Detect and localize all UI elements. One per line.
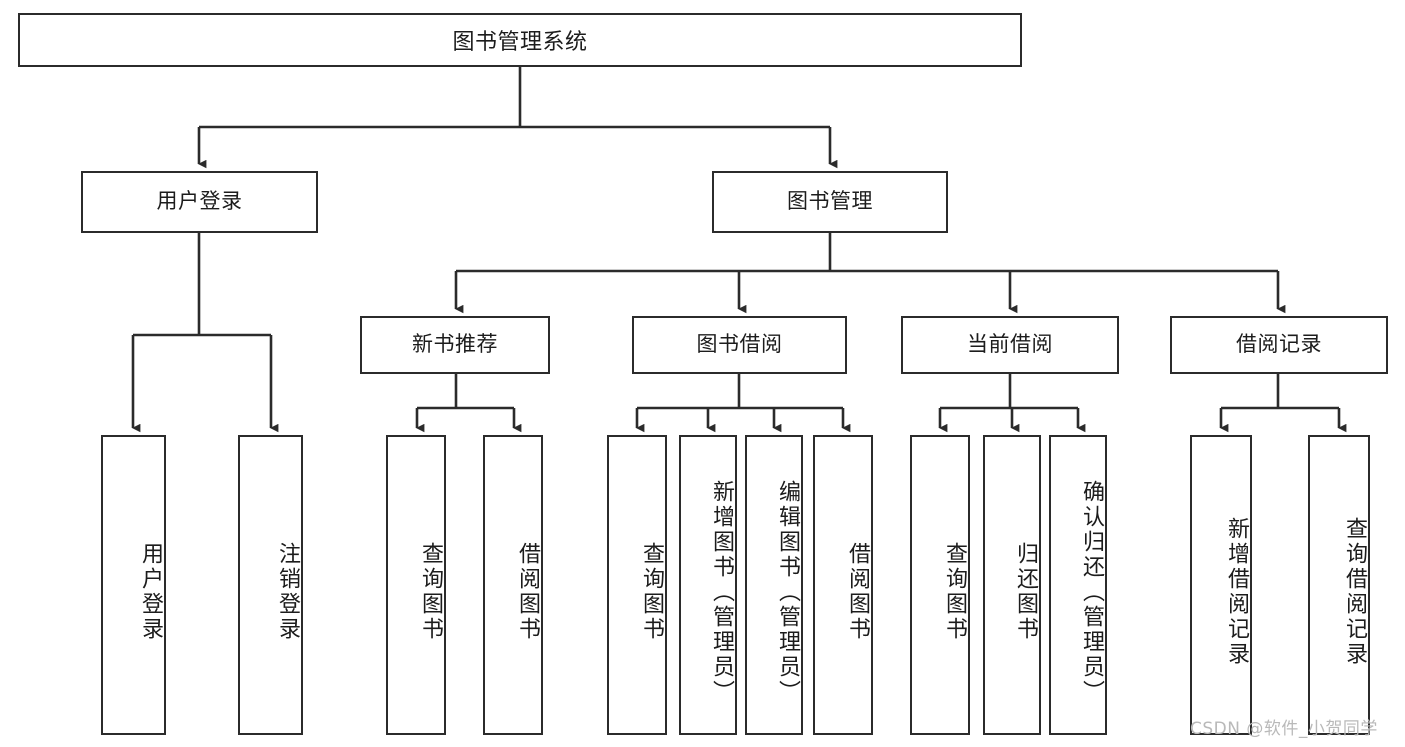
node-leaf-confirm-return-label: 确认归还（管理员） [1079,479,1104,705]
node-book-borrow-label: 图书借阅 [696,332,783,357]
node-leaf-query-record[interactable]: 查询借阅记录 [1308,435,1370,735]
node-new-book-recommend-label: 新书推荐 [412,332,498,357]
node-leaf-return-book[interactable]: 归还图书 [983,435,1041,735]
node-leaf-borrow-book-1-label: 借阅图书 [515,542,540,642]
node-leaf-user-logout-label: 注销登录 [275,542,300,642]
node-user-login[interactable]: 用户登录 [81,171,318,233]
node-leaf-confirm-return[interactable]: 确认归还（管理员） [1049,435,1107,735]
node-leaf-borrow-book-2[interactable]: 借阅图书 [813,435,873,735]
node-leaf-query-book-1[interactable]: 查询图书 [386,435,446,735]
node-leaf-add-record-label: 新增借阅记录 [1224,517,1249,667]
node-leaf-query-record-label: 查询借阅记录 [1342,517,1367,667]
node-root[interactable]: 图书管理系统 [18,13,1022,67]
node-leaf-user-login-label: 用户登录 [138,542,163,642]
node-borrow-record-label: 借阅记录 [1236,332,1322,357]
node-leaf-user-logout[interactable]: 注销登录 [238,435,303,735]
node-leaf-edit-book[interactable]: 编辑图书（管理员） [745,435,803,735]
node-new-book-recommend[interactable]: 新书推荐 [360,316,550,374]
node-root-label: 图书管理系统 [452,30,588,55]
node-leaf-add-book[interactable]: 新增图书（管理员） [679,435,737,735]
node-leaf-query-book-3[interactable]: 查询图书 [910,435,970,735]
node-leaf-return-book-label: 归还图书 [1013,542,1038,642]
node-leaf-query-book-2[interactable]: 查询图书 [607,435,667,735]
csdn-watermark: CSDN @软件_小贺同学 [1190,719,1378,739]
node-user-login-label: 用户登录 [156,189,243,214]
node-leaf-borrow-book-2-label: 借阅图书 [845,542,870,642]
node-leaf-query-book-2-label: 查询图书 [639,542,664,642]
node-book-manage-label: 图书管理 [787,189,873,214]
node-leaf-user-login[interactable]: 用户登录 [101,435,166,735]
node-leaf-borrow-book-1[interactable]: 借阅图书 [483,435,543,735]
node-leaf-edit-book-label: 编辑图书（管理员） [775,479,800,705]
node-book-manage[interactable]: 图书管理 [712,171,948,233]
node-book-borrow[interactable]: 图书借阅 [632,316,847,374]
node-leaf-query-book-3-label: 查询图书 [942,542,967,642]
node-leaf-query-book-1-label: 查询图书 [418,542,443,642]
node-leaf-add-record[interactable]: 新增借阅记录 [1190,435,1252,735]
node-current-borrow[interactable]: 当前借阅 [901,316,1119,374]
node-current-borrow-label: 当前借阅 [967,332,1053,357]
node-leaf-add-book-label: 新增图书（管理员） [709,479,734,705]
node-borrow-record[interactable]: 借阅记录 [1170,316,1388,374]
